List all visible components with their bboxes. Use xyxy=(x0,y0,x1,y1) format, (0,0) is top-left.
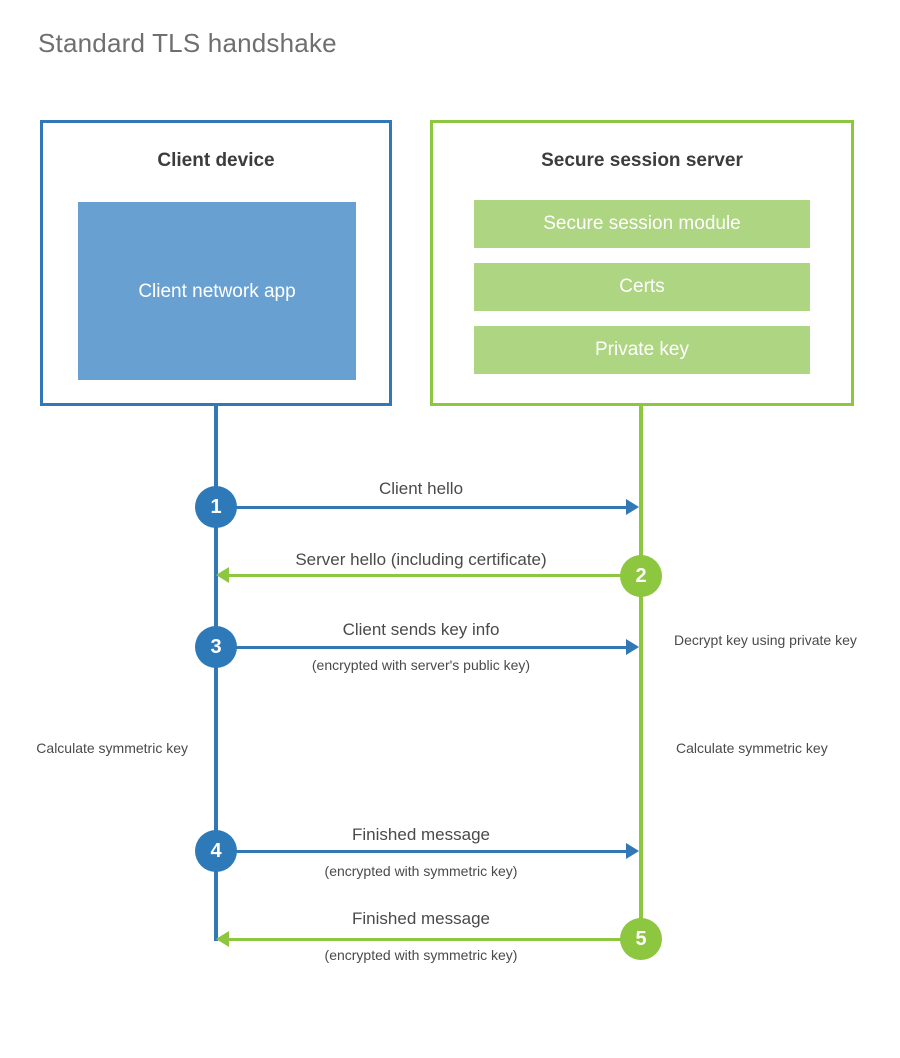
step-2-arrow-head-icon xyxy=(216,567,229,583)
server-lifeline xyxy=(639,403,643,941)
step-2-arrow-line xyxy=(229,574,621,577)
client-network-app-label: Client network app xyxy=(138,280,296,302)
step-3-circle: 3 xyxy=(195,626,237,668)
secure-session-server-title: Secure session server xyxy=(541,150,743,171)
page-title: Standard TLS handshake xyxy=(38,28,337,58)
step-5-message-label: Finished message xyxy=(352,909,490,928)
step-1-message-label: Client hello xyxy=(378,479,464,498)
note-decrypt-key: Decrypt key using private key xyxy=(674,632,857,648)
step-4-arrow-line xyxy=(216,850,626,853)
step-5-arrow-head-icon xyxy=(216,931,229,947)
secure-session-server-box: Secure session server Secure session mod… xyxy=(430,120,854,406)
step-5-circle: 5 xyxy=(620,918,662,960)
step-2-circle: 2 xyxy=(620,555,662,597)
step-2-message-label: Server hello (including certificate) xyxy=(295,550,547,569)
step-1-circle: 1 xyxy=(195,486,237,528)
note-calculate-symmetric-key-server: Calculate symmetric key xyxy=(676,740,828,756)
client-device-title: Client device xyxy=(157,150,275,171)
note-calculate-symmetric-key-client: Calculate symmetric key xyxy=(36,740,188,756)
step-3-arrow-line xyxy=(216,646,626,649)
server-module-certs: Certs xyxy=(474,263,810,311)
client-network-app-block: Client network app xyxy=(78,202,356,380)
step-4-arrow-head-icon xyxy=(626,843,639,859)
step-3-message-sublabel: (encrypted with server's public key) xyxy=(311,657,531,673)
step-1-arrow-head-icon xyxy=(626,499,639,515)
client-device-box: Client device Client network app xyxy=(40,120,392,406)
client-lifeline xyxy=(214,403,218,941)
step-4-message-sublabel: (encrypted with symmetric key) xyxy=(324,863,518,879)
server-module-private-key: Private key xyxy=(474,326,810,374)
server-module-secure-session-module: Secure session module xyxy=(474,200,810,248)
step-1-arrow-line xyxy=(216,506,626,509)
step-3-arrow-head-icon xyxy=(626,639,639,655)
step-5-message-sublabel: (encrypted with symmetric key) xyxy=(324,947,518,963)
step-4-message-label: Finished message xyxy=(352,825,490,844)
step-4-circle: 4 xyxy=(195,830,237,872)
step-5-arrow-line xyxy=(229,938,621,941)
step-3-message-label: Client sends key info xyxy=(342,620,500,639)
